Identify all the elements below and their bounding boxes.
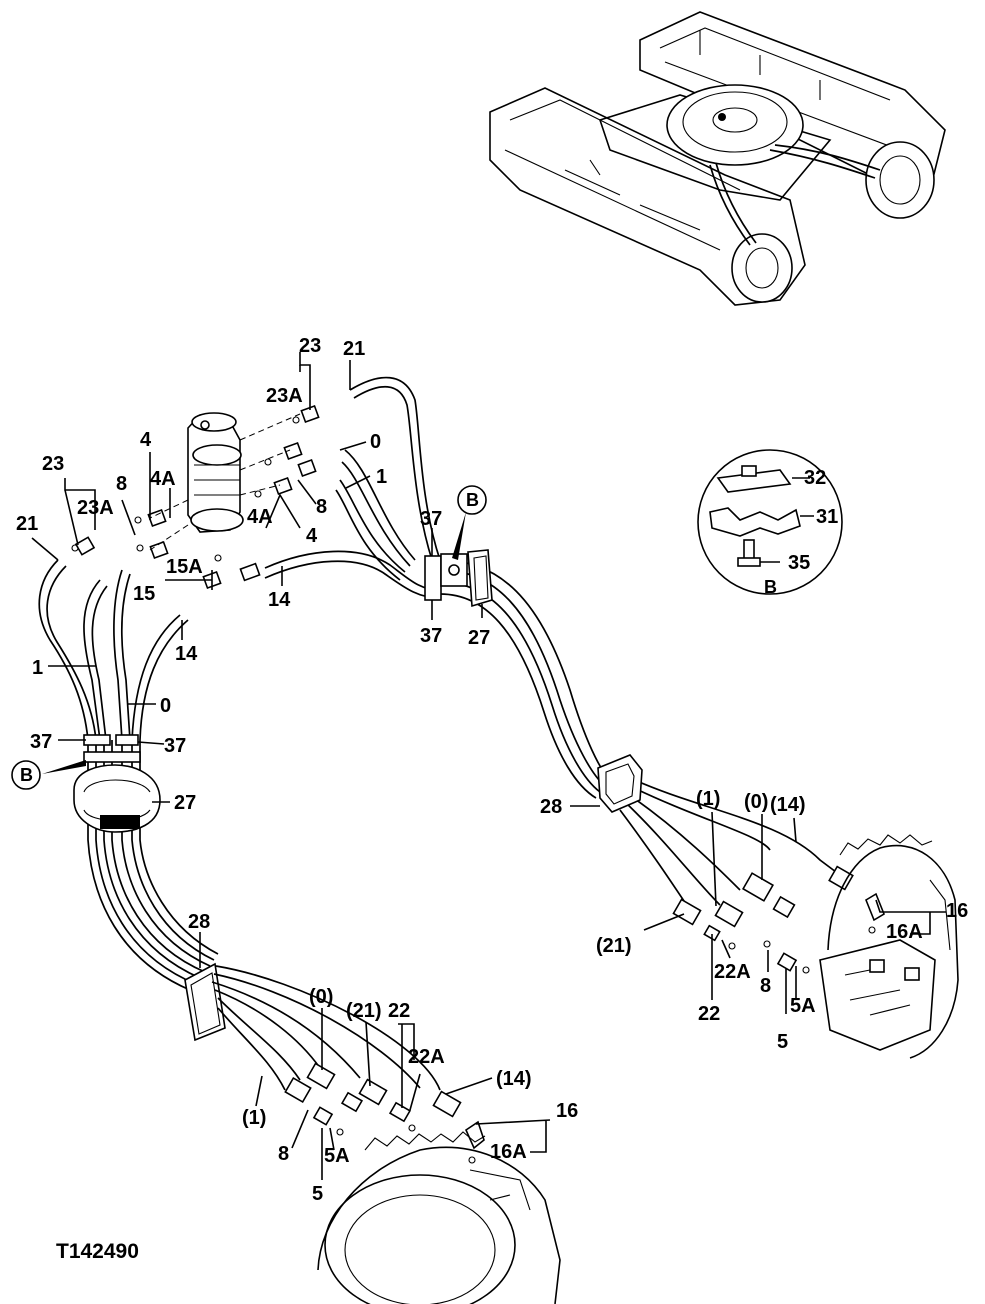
figure-id: T142490 <box>56 1240 139 1263</box>
label-23a-top: 23A <box>266 385 303 407</box>
label-16a-right: 16A <box>886 921 923 943</box>
label-37-bottom: 37 <box>420 625 442 647</box>
leader-lines <box>31 352 946 1180</box>
label-16-bottom: 16 <box>556 1100 578 1122</box>
label-32: 32 <box>804 467 826 489</box>
part-labels: 23 21 23A 0 4 4A 1 8 4A 4 23 23A 8 21 15… <box>16 335 968 1205</box>
label-21-left: 21 <box>16 513 38 535</box>
label-4-lower: 4 <box>306 525 318 547</box>
label-37-left-a: 37 <box>30 731 52 753</box>
label-27-mid: 27 <box>468 627 490 649</box>
label-5a-bottom: 5A <box>324 1145 350 1167</box>
label-1-right: (1) <box>696 788 720 810</box>
callout-letters: B B B <box>20 490 777 785</box>
label-1-top: 1 <box>376 466 387 488</box>
label-15: 15 <box>133 583 155 605</box>
label-37-top: 37 <box>420 508 442 530</box>
label-8-left: 8 <box>116 473 127 495</box>
lower-fittings <box>284 1062 485 1164</box>
label-14-bottom: (14) <box>496 1068 532 1090</box>
label-21-right: (21) <box>596 935 632 957</box>
detail-b-circle <box>697 449 843 595</box>
label-22-bottom: 22 <box>388 1000 410 1022</box>
label-1-left: 1 <box>32 657 43 679</box>
label-5-bottom: 5 <box>312 1183 323 1205</box>
label-14-right: (14) <box>770 794 806 816</box>
left-hose-bundle <box>38 559 441 1091</box>
label-14-left: 14 <box>175 643 198 665</box>
label-35: 35 <box>788 552 810 574</box>
label-5a-right: 5A <box>790 995 816 1017</box>
label-8-bottom: 8 <box>278 1143 289 1165</box>
label-8-top: 8 <box>316 496 327 518</box>
lower-travel-motor <box>317 1131 561 1304</box>
label-22a-bottom: 22A <box>408 1046 445 1068</box>
label-28-left: 28 <box>188 911 210 933</box>
label-0-bottom: (0) <box>309 986 333 1008</box>
label-37-left-b: 37 <box>164 735 186 757</box>
callout-b-upper-circle <box>457 485 487 515</box>
label-27-left: 27 <box>174 792 196 814</box>
label-4-upper: 4 <box>140 429 152 451</box>
label-22-right: 22 <box>698 1003 720 1025</box>
upper-hose-run <box>264 376 841 911</box>
label-8-right: 8 <box>760 975 771 997</box>
callout-b-left-circle <box>11 760 41 790</box>
label-21-bottom: (21) <box>346 1000 382 1022</box>
label-0-top: 0 <box>370 431 381 453</box>
label-5-right: 5 <box>777 1031 788 1053</box>
callout-b-left: B <box>20 765 33 785</box>
callout-b-detail: B <box>764 577 777 597</box>
label-21-top: 21 <box>343 338 365 360</box>
label-4a-lower: 4A <box>247 506 273 528</box>
label-1-bottom: (1) <box>242 1107 266 1129</box>
label-16a-bottom: 16A <box>490 1141 527 1163</box>
label-28-right: 28 <box>540 796 562 818</box>
label-15a: 15A <box>166 556 203 578</box>
center-swivel-joint <box>187 412 244 533</box>
label-4a-upper: 4A <box>150 468 176 490</box>
label-14-mid: 14 <box>268 589 291 611</box>
undercarriage-overview-illustration <box>489 11 946 306</box>
callout-circles <box>11 485 487 790</box>
callout-b-upper: B <box>466 490 479 510</box>
right-fittings <box>672 865 885 974</box>
label-22a-right: 22A <box>714 961 751 983</box>
label-0-right: (0) <box>744 791 768 813</box>
label-23-left: 23 <box>42 453 64 475</box>
label-0-left: 0 <box>160 695 171 717</box>
label-23-top: 23 <box>299 335 321 357</box>
right-travel-motor <box>819 834 959 1059</box>
label-16-right: 16 <box>946 900 968 922</box>
label-31: 31 <box>816 506 838 528</box>
label-23a-left: 23A <box>77 497 114 519</box>
